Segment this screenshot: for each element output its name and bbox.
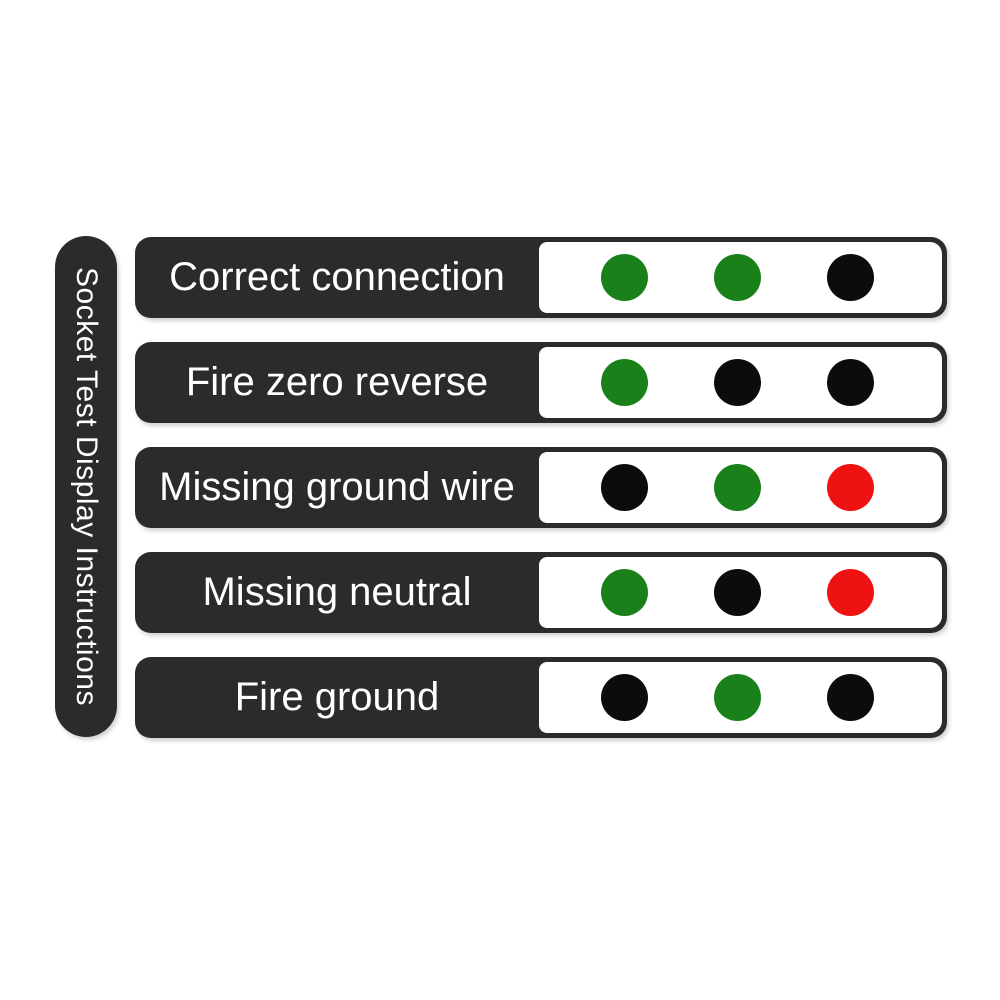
black-led-dot <box>827 674 874 721</box>
led-indicator-panel <box>539 242 942 313</box>
vertical-title-text: Socket Test Display Instructions <box>70 267 103 706</box>
black-led-dot <box>714 359 761 406</box>
legend-row: Missing ground wire <box>135 447 947 528</box>
led-indicator-panel <box>539 347 942 418</box>
black-led-dot <box>601 464 648 511</box>
black-led-dot <box>827 359 874 406</box>
row-label: Fire ground <box>234 675 440 719</box>
vertical-title-pill: Socket Test Display Instructions <box>55 236 117 737</box>
row-label: Missing ground wire <box>159 465 515 509</box>
row-label: Correct connection <box>169 255 505 299</box>
row-label: Fire zero reverse <box>185 360 489 404</box>
black-led-dot <box>827 254 874 301</box>
led-indicator-panel <box>539 452 942 523</box>
green-led-dot <box>601 254 648 301</box>
green-led-dot <box>714 254 761 301</box>
legend-row: Missing neutral <box>135 552 947 633</box>
green-led-dot <box>714 674 761 721</box>
green-led-dot <box>601 359 648 406</box>
row-label: Missing neutral <box>202 570 472 614</box>
led-indicator-panel <box>539 662 942 733</box>
legend-row: Fire zero reverse <box>135 342 947 423</box>
legend-row: Fire ground <box>135 657 947 738</box>
green-led-dot <box>714 464 761 511</box>
legend-rows: Correct connection Fire zero reverse Mis… <box>135 237 947 738</box>
led-indicator-panel <box>539 557 942 628</box>
red-led-dot <box>827 464 874 511</box>
green-led-dot <box>601 569 648 616</box>
black-led-dot <box>714 569 761 616</box>
legend-row: Correct connection <box>135 237 947 318</box>
black-led-dot <box>601 674 648 721</box>
red-led-dot <box>827 569 874 616</box>
